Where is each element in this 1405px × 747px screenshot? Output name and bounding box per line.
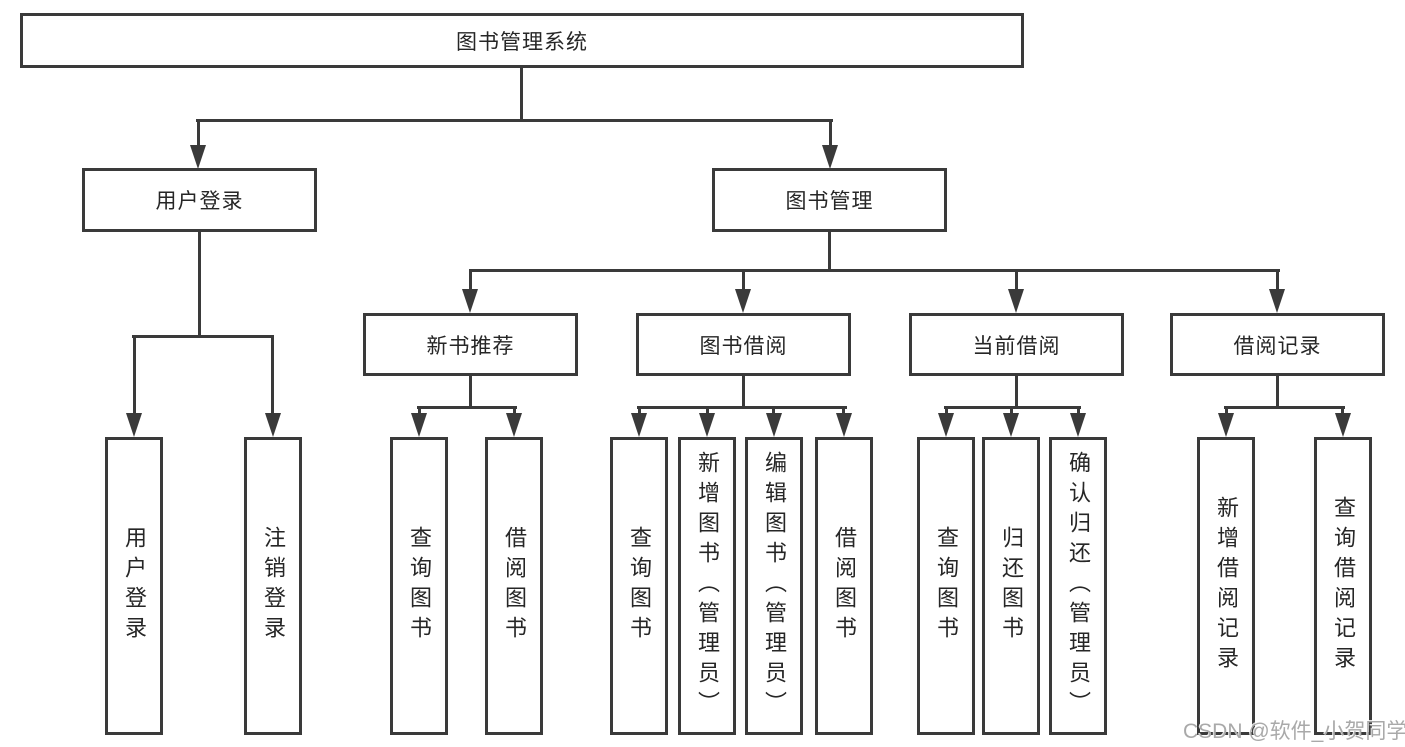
connector-l2-stem [1276,269,1279,293]
connector-leaf-stem [418,406,421,416]
connector-level1-hline [196,119,833,122]
node-book-borrow: 图书借阅 [636,313,851,376]
node-book-management-label: 图书管理 [785,190,874,213]
leaf-cb-return-books-label: 归还图书 [999,526,1024,646]
node-user-login-label: 用户登录 [155,190,244,213]
connector-nbr-hline [417,406,517,409]
down-arrow-icon [190,145,206,169]
connector-cb-down [1015,376,1018,409]
down-arrow-icon [1070,413,1086,437]
connector-l2-stem [1015,269,1018,293]
connector-br-hline [1224,406,1345,409]
connector-leaf-stem [772,406,775,416]
leaf-cb-query-books-label: 查询图书 [934,526,959,646]
connector-leaf-stem [513,406,516,416]
connector-leaf-stem [706,406,709,416]
leaf-cb-query-books: 查询图书 [917,437,975,735]
node-root: 图书管理系统 [20,13,1024,68]
connector-level2-hline [469,269,1280,272]
node-current-borrow-label: 当前借阅 [972,334,1061,358]
node-user-login: 用户登录 [82,168,317,232]
connector-leaf-stem [1010,406,1013,416]
connector-leaf-stem [1341,406,1344,416]
down-arrow-icon [126,413,142,437]
connector-root-stem [520,66,523,122]
connector-book-mgmt-stem [829,119,832,149]
node-book-borrow-label: 图书借阅 [699,334,788,358]
down-arrow-icon [1008,289,1024,313]
down-arrow-icon [411,413,427,437]
leaf-bb-query-books: 查询图书 [610,437,668,735]
leaf-bb-borrow-books-label: 借阅图书 [832,526,857,646]
connector-leaf-stem [638,406,641,416]
leaf-cb-return-books: 归还图书 [982,437,1040,735]
down-arrow-icon [1218,413,1234,437]
leaf-logout: 注销登录 [244,437,302,735]
leaf-bb-add-books-admin-label: 新增图书（管理员） [695,451,720,721]
leaf-user-login: 用户登录 [105,437,163,735]
connector-user-login-hline [132,335,274,338]
leaf-br-add-record: 新增借阅记录 [1197,437,1255,735]
connector-user-login-down [198,232,201,338]
connector-br-down [1276,376,1279,409]
leaf-nbr-query-books-label: 查询图书 [407,526,432,646]
down-arrow-icon [822,145,838,169]
csdn-watermark: CSDN @软件_小贺同学 [1183,720,1405,743]
connector-leaf-stem [945,406,948,416]
leaf-user-login-label: 用户登录 [122,526,147,646]
node-book-management: 图书管理 [712,168,947,232]
connector-bb-down [742,376,745,409]
leaf-bb-query-books-label: 查询图书 [627,526,652,646]
down-arrow-icon [699,413,715,437]
down-arrow-icon [938,413,954,437]
down-arrow-icon [1269,289,1285,313]
connector-user-login-stem [197,119,200,149]
leaf-logout-label: 注销登录 [261,526,286,646]
leaf-bb-edit-books-admin: 编辑图书（管理员） [745,437,803,735]
node-new-book-recommend: 新书推荐 [363,313,578,376]
leaf-nbr-query-books: 查询图书 [390,437,448,735]
node-new-book-recommend-label: 新书推荐 [426,334,515,358]
connector-l2-stem [742,269,745,293]
node-current-borrow: 当前借阅 [909,313,1124,376]
connector-leaf-stem [133,335,136,417]
node-root-label: 图书管理系统 [456,30,588,54]
leaf-cb-confirm-return-admin: 确认归还（管理员） [1049,437,1107,735]
leaf-nbr-borrow-books: 借阅图书 [485,437,543,735]
connector-book-mgmt-down [828,232,831,272]
down-arrow-icon [265,413,281,437]
down-arrow-icon [836,413,852,437]
leaf-bb-borrow-books: 借阅图书 [815,437,873,735]
leaf-cb-confirm-return-admin-label: 确认归还（管理员） [1066,451,1091,721]
node-borrow-records: 借阅记录 [1170,313,1385,376]
leaf-br-query-record: 查询借阅记录 [1314,437,1372,735]
down-arrow-icon [766,413,782,437]
down-arrow-icon [1335,413,1351,437]
down-arrow-icon [1003,413,1019,437]
down-arrow-icon [462,289,478,313]
leaf-nbr-borrow-books-label: 借阅图书 [502,526,527,646]
connector-leaf-stem [271,335,274,417]
connector-leaf-stem [1225,406,1228,416]
connector-leaf-stem [1077,406,1080,416]
connector-nbr-down [469,376,472,409]
leaf-br-add-record-label: 新增借阅记录 [1214,496,1239,676]
connector-l2-stem [469,269,472,293]
leaf-bb-add-books-admin: 新增图书（管理员） [678,437,736,735]
connector-leaf-stem [842,406,845,416]
down-arrow-icon [631,413,647,437]
down-arrow-icon [735,289,751,313]
down-arrow-icon [506,413,522,437]
connector-bb-hline [637,406,847,409]
leaf-bb-edit-books-admin-label: 编辑图书（管理员） [762,451,787,721]
node-borrow-records-label: 借阅记录 [1233,334,1322,358]
leaf-br-query-record-label: 查询借阅记录 [1331,496,1356,676]
